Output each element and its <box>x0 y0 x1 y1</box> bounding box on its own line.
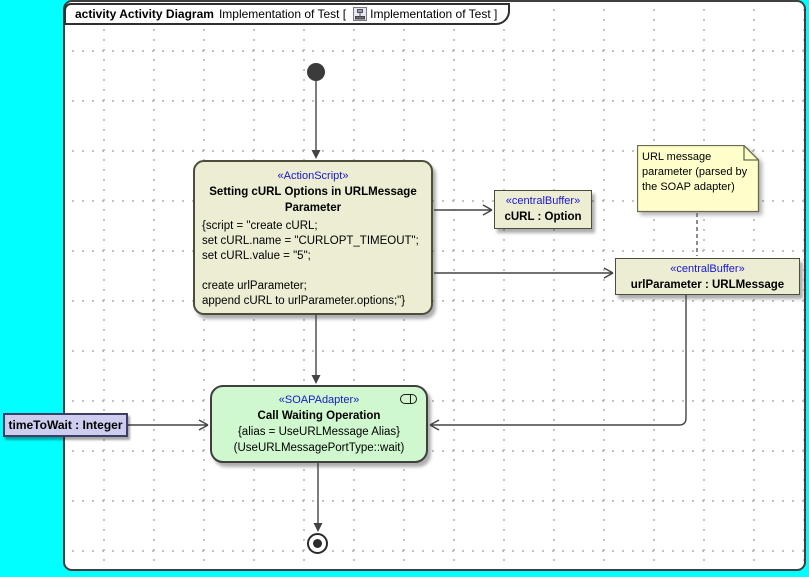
script-line: append cURL to urlParameter.options;"} <box>202 295 406 307</box>
action-node-call-waiting-operation[interactable]: «SOAPAdapter» Call Waiting Operation {al… <box>210 385 428 463</box>
central-buffer-curl[interactable]: «centralBuffer» cURL : Option <box>494 190 592 229</box>
buffer-stereotype: «centralBuffer» <box>670 263 745 275</box>
action-stereotype: «ActionScript» <box>277 170 349 182</box>
soap-constraint: {alias = UseURLMessage Alias} <box>237 426 401 438</box>
activity-parameter-timetowait[interactable]: timeToWait : Integer <box>3 413 128 437</box>
script-line: set cURL.value = "5"; <box>202 250 311 262</box>
action-script-body: {script = "create cURL; set cURL.name = … <box>195 219 431 309</box>
activity-diagram-icon <box>353 7 368 21</box>
action-node-setting-curl-options[interactable]: «ActionScript» Setting cURL Options in U… <box>193 160 433 315</box>
script-line: set cURL.name = "CURLOPT_TIMEOUT"; <box>202 235 419 247</box>
note-shape[interactable] <box>636 144 760 213</box>
frame-header[interactable]: activity Activity Diagram Implementation… <box>64 3 510 25</box>
script-line <box>202 264 424 279</box>
call-operation-icon <box>400 394 417 404</box>
frame-context-label: Implementation of Test ] <box>370 7 498 21</box>
script-line: create urlParameter; <box>202 280 307 292</box>
buffer-name: urlParameter : URLMessage <box>630 279 785 291</box>
initial-node[interactable] <box>307 63 325 81</box>
final-node-dot <box>313 539 322 548</box>
soap-operation: (UseURLMessagePortType::wait) <box>233 442 405 454</box>
frame-name-label: Implementation of Test [ <box>218 7 347 21</box>
soap-title: Call Waiting Operation <box>257 410 381 422</box>
action-title: Setting cURL Options in URLMessage Param… <box>209 186 417 214</box>
note-text: URL message parameter (parsed by the SOA… <box>642 151 748 193</box>
buffer-name: cURL : Option <box>504 211 582 223</box>
activity-final-node[interactable] <box>307 533 328 554</box>
central-buffer-urlparameter[interactable]: «centralBuffer» urlParameter : URLMessag… <box>615 258 800 295</box>
script-line: {script = "create cURL; <box>202 220 318 232</box>
buffer-stereotype: «centralBuffer» <box>505 195 581 207</box>
frame-kind-label: activity Activity Diagram <box>75 7 214 21</box>
soap-stereotype: «SOAPAdapter» <box>278 394 360 406</box>
